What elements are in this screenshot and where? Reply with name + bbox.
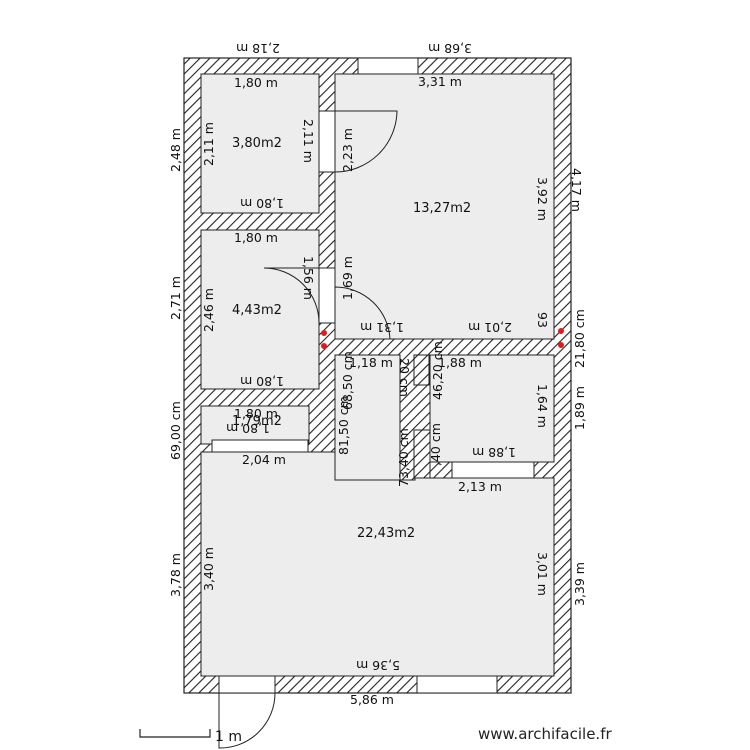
dim-bottom-right: 3,01 m [535, 552, 550, 596]
dim-corr-a: 1,18 m [349, 355, 393, 370]
room-top-left [200, 73, 320, 214]
dim-right-outer-middle: 21,80 cm [572, 309, 587, 368]
dim-ml-bottom: 1,80 m [240, 374, 284, 389]
dim-strip-inner: 1,80 m [226, 421, 270, 436]
dim-top-right-outer: 3,68 m [428, 41, 472, 56]
window-strip [211, 439, 309, 453]
dim-tr-small: 93 [535, 312, 550, 328]
area-top-right: 13,27m2 [413, 201, 471, 216]
dim-small-right: 1,64 m [535, 384, 550, 428]
dim-ml-left: 2,46 m [201, 288, 216, 332]
dim-door-height: 2,23 m [340, 128, 355, 172]
room-bottom [200, 451, 555, 677]
door-opening-middle [318, 267, 336, 324]
area-top-left: 3,80m2 [232, 136, 282, 151]
marker-4 [558, 342, 564, 348]
dim-corr-f: 68,50 cm [340, 351, 355, 410]
dim-right-outer-bottom: 3,39 m [572, 562, 587, 606]
dim-tr-right: 3,92 m [535, 177, 550, 221]
area-middle-left: 4,43m2 [232, 303, 282, 318]
scale-bar [139, 729, 211, 738]
dim-corr-b: 20 cm [397, 358, 412, 397]
dim-tl-top: 1,80 m [234, 75, 278, 90]
dim-ml-right: 1,56 m [301, 256, 316, 300]
dim-left-outer-bottom: 3,78 m [168, 553, 183, 597]
room-middle-left [200, 229, 320, 390]
door-swing-top [334, 110, 398, 173]
dim-bottom-inner: 5,36 m [356, 658, 400, 673]
dim-tl-right: 2,11 m [301, 119, 316, 163]
dim-tl-left: 2,11 m [201, 122, 216, 166]
area-small-strip: 1,79m2 [232, 414, 282, 429]
door-swing-middle [263, 267, 320, 324]
corridor-wall-stub [413, 354, 430, 386]
dim-left-outer-top: 2,48 m [168, 128, 183, 172]
dim-corr-c: 46,20 cm [430, 341, 445, 400]
window-niche [451, 461, 535, 479]
dim-bottom-outer: 5,86 m [350, 692, 394, 707]
dim-tr-top: 3,31 m [418, 74, 462, 89]
dim-tr-bottom-b: 2,01 m [468, 320, 512, 335]
dim-bottom-left: 3,40 m [201, 547, 216, 591]
dim-tr-bottom-a: 1,31 m [360, 320, 404, 335]
dim-corr-e: ,40 cm [428, 423, 443, 466]
dim-small-top: 1,88 m [438, 355, 482, 370]
window-top [357, 57, 419, 75]
dim-left-outer-middle: 2,71 m [168, 276, 183, 320]
area-bottom: 22,43m2 [357, 526, 415, 541]
dim-ml-top: 1,80 m [234, 230, 278, 245]
dim-corr-d: 73,40 cm [396, 428, 411, 487]
room-small-right [429, 354, 555, 463]
door-swing-entry [218, 692, 276, 749]
marker-2 [321, 343, 327, 349]
dim-strip-bottom: 2,04 m [242, 452, 286, 467]
dim-small-bottom: 1,88 m [472, 445, 516, 460]
dim-left-outer-strip: 69,00 cm [168, 401, 183, 460]
dim-right-outer-top: 4,17 m [569, 168, 584, 212]
site-watermark: www.archifacile.fr [478, 725, 612, 743]
dim-top-left-outer: 2,18 m [236, 41, 280, 56]
scale-label: 1 m [215, 729, 242, 745]
dim-corr-g: 81,50 cm [336, 396, 351, 455]
corridor-wall-stub-2 [413, 429, 431, 479]
marker-1 [321, 330, 327, 336]
dim-tl-bottom: 1,80 m [240, 196, 284, 211]
window-bottom-right [416, 675, 498, 694]
door-opening-top [318, 110, 336, 173]
dim-right-outer-lower: 1,89 m [572, 386, 587, 430]
dim-strip-top: 1,80 m [234, 406, 278, 421]
room-small-strip [200, 405, 310, 445]
dim-ml-door: 1,69 m [340, 256, 355, 300]
door-swing-corridor [334, 286, 391, 340]
dim-niche-bottom: 2,13 m [458, 479, 502, 494]
door-opening-entry [218, 675, 276, 694]
marker-3 [558, 328, 564, 334]
